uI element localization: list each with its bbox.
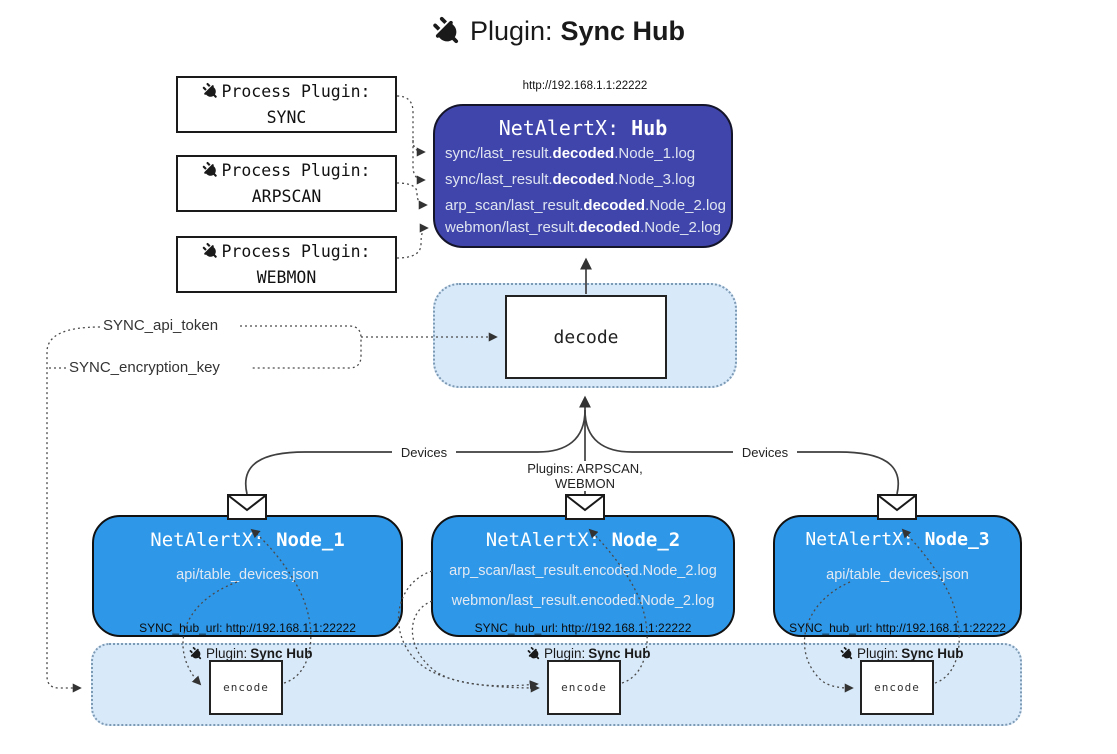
sync-encryption-key-label: SYNC_encryption_key [66,359,223,376]
process-plugin-name: ARPSCAN [251,186,322,206]
devices-label-left: Devices [392,445,456,460]
plug-icon [199,240,223,264]
hub-url: http://192.168.1.1:22222 [522,80,648,92]
process-plugin-label: Process Plugin: [221,241,371,261]
process-plugin-webmon: Process Plugin: WEBMON [176,236,397,293]
encoder-plugin-label: Plugin:Sync Hub [527,646,651,661]
encode-box: encode [209,660,283,715]
process-plugin-label: Process Plugin: [221,81,371,101]
node-2-box: NetAlertX: Node_2 arp_scan/last_result.e… [431,515,735,637]
hub-log-row: arp_scan/last_result.decoded.Node_2.log [445,197,726,214]
page-title: Plugin: Sync Hub [0,16,1117,47]
sync-api-token-label: SYNC_api_token [100,317,222,334]
decode-box: decode [505,295,667,379]
node-file: api/table_devices.json [176,567,319,583]
node-title: NetAlertX: Node_1 [150,529,345,551]
devices-label-right: Devices [733,445,797,460]
node-1-box: NetAlertX: Node_1 api/table_devices.json… [92,515,403,637]
encode-box: encode [860,660,934,715]
plug-icon [837,644,857,664]
node-file: webmon/last_result.encoded.Node_2.log [451,593,715,609]
hub-title: NetAlertX: Hub [435,116,731,140]
envelope-icon [565,494,605,520]
hub-box: NetAlertX: Hub sync/last_result.decoded.… [433,104,733,248]
plug-icon [199,80,223,104]
process-plugin-name: SYNC [266,107,307,127]
node-hub-url: SYNC_hub_url: http://192.168.1.1:22222 [789,621,1006,635]
encoder-plugin-label: Plugin:Sync Hub [840,646,964,661]
node-hub-url: SYNC_hub_url: http://192.168.1.1:22222 [139,621,356,635]
node-title: NetAlertX: Node_2 [485,529,681,551]
node-file: api/table_devices.json [826,567,969,583]
hub-log-row: sync/last_result.decoded.Node_1.log [445,145,696,162]
plug-icon [199,159,223,183]
envelope-icon [227,494,267,520]
process-plugin-arpscan: Process Plugin: ARPSCAN [176,155,397,212]
hub-log-row: sync/last_result.decoded.Node_3.log [445,171,696,188]
node-hub-url: SYNC_hub_url: http://192.168.1.1:22222 [474,621,692,635]
encode-box: encode [547,660,621,715]
envelope-icon [877,494,917,520]
hub-title-prefix: NetAlertX: [498,116,620,140]
node-file: arp_scan/last_result.encoded.Node_2.log [449,563,717,579]
node-3-box: NetAlertX: Node_3 api/table_devices.json… [773,515,1022,637]
plug-icon [524,644,544,664]
page-title-name: Sync Hub [560,16,686,46]
hub-title-name: Hub [631,116,668,140]
page-title-prefix: Plugin: [469,16,553,46]
process-plugin-name: WEBMON [256,267,317,287]
hub-log-row: webmon/last_result.decoded.Node_2.log [445,219,721,236]
plug-icon [186,644,206,664]
node-title: NetAlertX: Node_3 [805,529,990,550]
process-plugin-sync: Process Plugin: SYNC [176,76,397,133]
encoder-plugin-label: Plugin:Sync Hub [189,646,313,661]
process-plugin-label: Process Plugin: [221,160,371,180]
plug-icon [426,10,468,52]
plugins-label: Plugins: ARPSCAN, WEBMON [495,461,675,491]
